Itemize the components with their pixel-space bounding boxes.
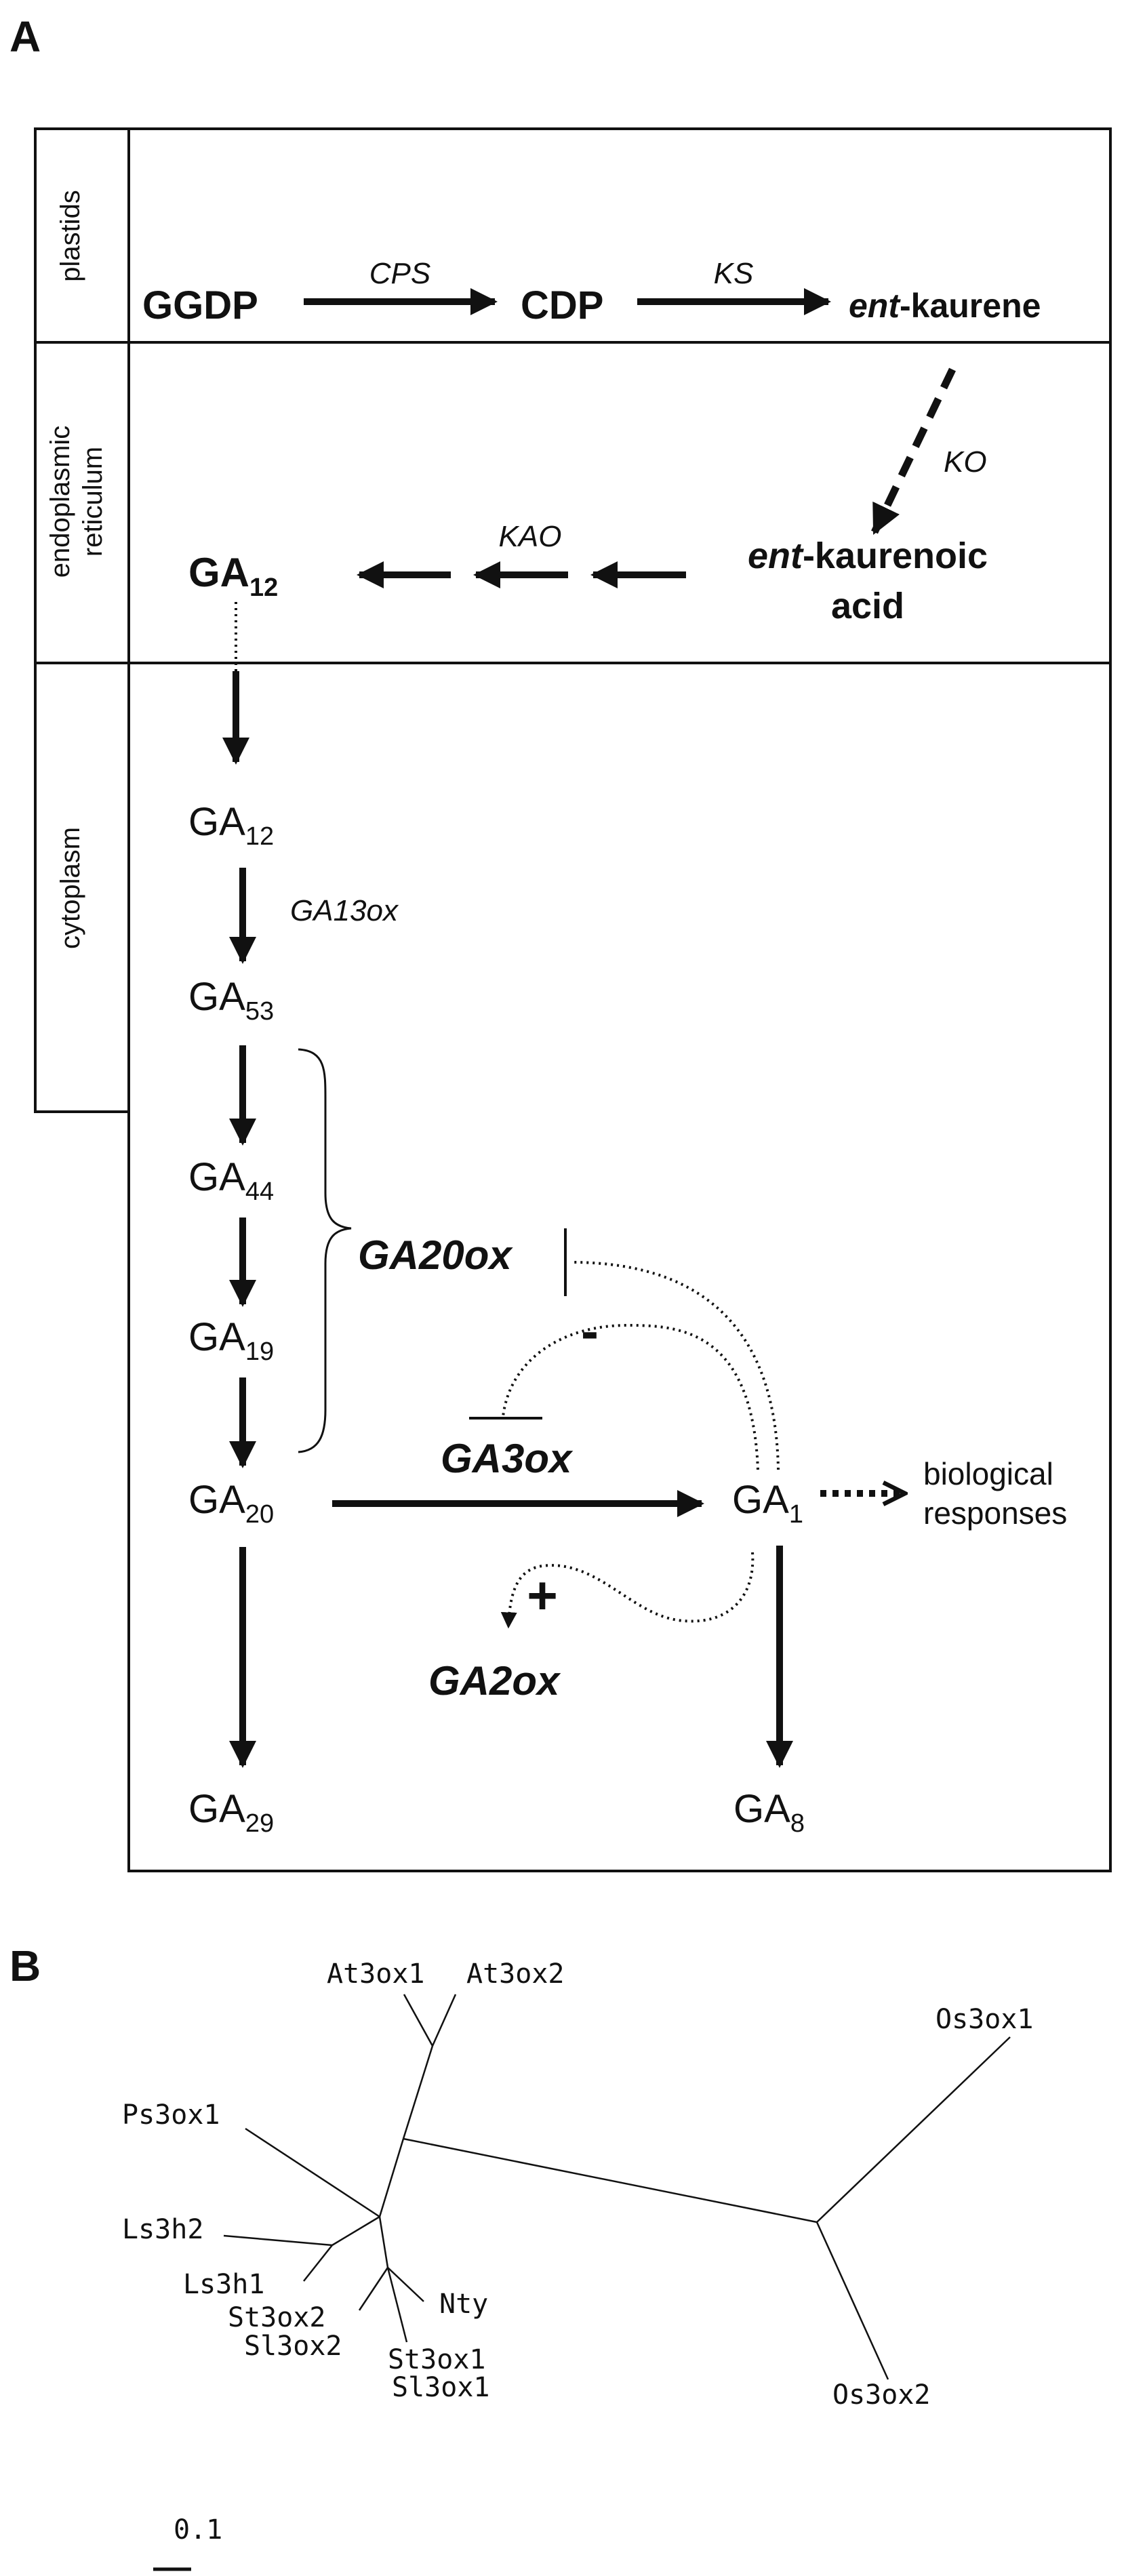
tree-branch-st3ox2	[358, 2267, 389, 2311]
tree-branch-internal-long	[403, 2137, 818, 2223]
leaf-sl3ox2: Sl3ox2	[244, 2331, 342, 2362]
positive-regulation-sign: +	[527, 1565, 558, 1625]
panel-label-b: B	[9, 1941, 41, 1990]
compound-ga53: GA53	[188, 975, 274, 1026]
panel-label-a: A	[9, 12, 41, 61]
leaf-at3ox1: At3ox1	[327, 1958, 425, 1990]
leaf-sl3ox1: Sl3ox1	[392, 2372, 490, 2403]
enzyme-ga3ox: GA3ox	[441, 1436, 574, 1481]
feedforward-ga2ox	[500, 1552, 755, 1629]
compound-ga12: GA12	[188, 800, 274, 851]
leaf-nty: Nty	[439, 2289, 488, 2320]
scale-label: 0.1	[174, 2514, 222, 2545]
response-line1: biological	[923, 1456, 1053, 1491]
leaf-ps3ox1: Ps3ox1	[122, 2099, 220, 2131]
compound-ga12-er: GA12	[188, 550, 278, 602]
label-er-line2: reticulum	[78, 447, 108, 557]
pathway-frame	[127, 127, 1112, 1872]
tree-branch-nty	[387, 2267, 424, 2302]
enzyme-ks: KS	[714, 257, 754, 290]
tree-branch-ls-clade	[331, 2215, 380, 2247]
compartment-label-column	[34, 127, 129, 1113]
arrow-ko	[871, 367, 956, 535]
enzyme-ga20ox: GA20ox	[358, 1232, 513, 1278]
label-er-line1: endoplasmic	[45, 426, 75, 578]
compound-cdp: CDP	[521, 283, 603, 327]
tree-branch-st3ox1	[386, 2267, 408, 2343]
compound-ent-kaurenoic: ent-kaurenoic	[748, 536, 988, 576]
leaf-st3ox1: St3ox1	[388, 2344, 486, 2375]
ga20ox-brace	[298, 1048, 352, 1453]
compound-ent-kaurenoic-line2: acid	[831, 586, 904, 626]
enzyme-ga2ox: GA2ox	[428, 1658, 561, 1704]
tree-branch-at3ox2	[431, 1994, 457, 2047]
phylogenetic-tree	[223, 1994, 1011, 2380]
enzyme-cps: CPS	[369, 257, 430, 290]
tree-branch-solanaceae	[378, 2216, 389, 2268]
feedback-ga20ox	[570, 1261, 780, 1470]
tree-branch-to-core	[378, 2138, 405, 2217]
leaf-ls3h2: Ls3h2	[122, 2214, 203, 2245]
compound-ga44: GA44	[188, 1155, 274, 1206]
enzyme-ga13ox: GA13ox	[290, 894, 399, 927]
compound-ga1: GA1	[732, 1478, 803, 1529]
compound-ent-kaurene: ent-kaurene	[849, 287, 1041, 325]
leaf-ls3h1: Ls3h1	[183, 2269, 264, 2300]
leaf-at3ox2: At3ox2	[466, 1958, 565, 1990]
tree-branch-os3ox2	[816, 2221, 889, 2380]
tree-branch-at-clade	[402, 2045, 434, 2139]
enzyme-kao: KAO	[499, 520, 562, 553]
tree-branch-ls3h1	[303, 2245, 333, 2282]
compound-ga19: GA19	[188, 1315, 274, 1366]
leaf-os3ox2: Os3ox2	[832, 2379, 931, 2411]
compound-ga8: GA8	[733, 1787, 805, 1838]
tree-branch-ps3ox1	[245, 2127, 380, 2218]
feedback-ga3ox	[502, 1323, 759, 1470]
compound-ga20: GA20	[188, 1478, 274, 1529]
enzyme-ko: KO	[944, 445, 987, 479]
compound-ga29: GA29	[188, 1787, 274, 1838]
leaf-st3ox2: St3ox2	[228, 2302, 326, 2333]
negative-regulation-sign: -	[581, 1301, 599, 1361]
response-line2: responses	[923, 1495, 1067, 1531]
compound-ggdp: GGDP	[142, 283, 258, 327]
tree-branch-at3ox1	[403, 1994, 434, 2047]
tree-branch-os3ox1	[816, 2036, 1011, 2223]
leaf-os3ox1: Os3ox1	[936, 2004, 1034, 2035]
label-cytoplasm: cytoplasm	[56, 827, 85, 949]
tree-branch-ls3h2	[223, 2234, 333, 2247]
compartment-frames	[34, 127, 1112, 1872]
label-plastids: plastids	[56, 190, 85, 282]
